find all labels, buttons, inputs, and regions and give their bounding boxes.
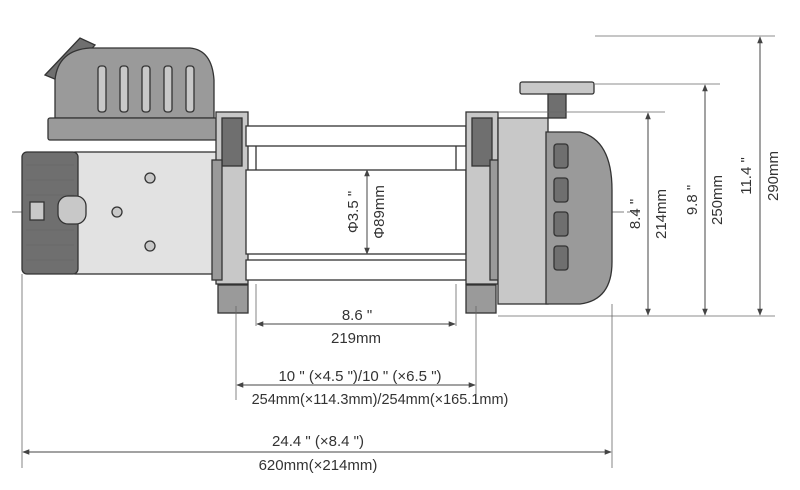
extension-lines (21, 35, 775, 468)
drum-diameter-mm: Φ89mm (371, 185, 388, 239)
mount-pattern-in: 10 " (×4.5 ")/10 " (×6.5 ") (278, 368, 441, 385)
gearbox (497, 81, 613, 305)
overall-length-in: 24.4 " (×8.4 ") (272, 433, 364, 450)
drum-length-mm: 219mm (331, 330, 381, 347)
overall-length-mm: 620mm(×214mm) (259, 457, 378, 474)
drum-length-in: 8.6 " (342, 307, 372, 324)
height-3-mm: 290mm (765, 151, 782, 201)
height-2-mm: 250mm (709, 175, 726, 225)
dimension-lines (22, 36, 763, 455)
motor (21, 151, 219, 275)
winch-body (21, 37, 613, 314)
drum (245, 125, 467, 281)
height-2-in: 9.8 " (684, 185, 701, 215)
height-3-in: 11.4 " (738, 157, 755, 195)
mount-pattern-mm: 254mm(×114.3mm)/254mm(×165.1mm) (252, 392, 509, 408)
control-box (43, 37, 219, 141)
height-1-mm: 214mm (653, 189, 670, 239)
right-end-bearing (465, 111, 501, 314)
left-end-bearing (211, 111, 249, 314)
drum-diameter-in: Φ3.5 " (345, 191, 362, 233)
height-1-in: 8.4 " (627, 199, 644, 229)
